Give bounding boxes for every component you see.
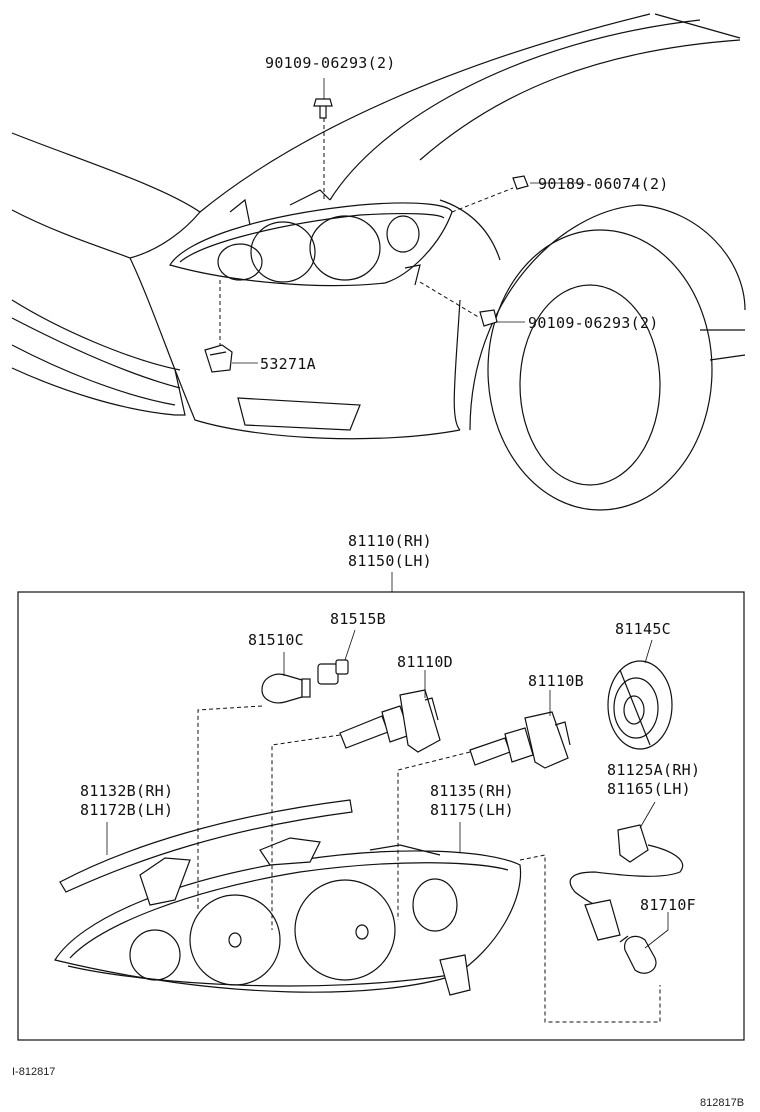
label-lens-lh: 81175(LH): [430, 801, 514, 819]
label-bulb-81515b: 81515B: [330, 610, 386, 628]
label-assy-rh: 81110(RH): [348, 532, 432, 550]
label-bulb-81510c: 81510C: [248, 631, 304, 649]
bulb-81510c-illustration: [261, 673, 311, 704]
label-screw-right: 90189-06074(2): [538, 175, 669, 193]
label-bulb-81110b: 81110B: [528, 672, 584, 690]
headlamp-unit-illustration: [54, 837, 522, 996]
label-gasket-rh: 81132B(RH): [80, 782, 173, 800]
label-assy-lh: 81150(LH): [348, 552, 432, 570]
bulb-81110b-illustration: [469, 711, 571, 769]
footer-right-code: 812817B: [700, 1097, 744, 1109]
label-bulb-81110d: 81110D: [397, 653, 453, 671]
bulb-81710f-illustration: [619, 935, 657, 974]
cap-81145c-illustration: [607, 660, 673, 750]
gasket-strip-illustration: [59, 799, 353, 893]
bulb-81515b-illustration: [317, 659, 349, 685]
label-bulb-81710f: 81710F: [640, 896, 696, 914]
label-bracket: 53271A: [260, 355, 316, 373]
assembly-frame: [17, 591, 745, 1041]
label-cap-81145c: 81145C: [615, 620, 671, 638]
bulb-81110d-illustration: [339, 689, 441, 753]
label-socket-rh: 81125A(RH): [607, 761, 700, 779]
vehicle-front-illustration: [11, 13, 746, 511]
label-bolt-top: 90109-06293(2): [265, 54, 396, 72]
label-socket-lh: 81165(LH): [607, 780, 691, 798]
socket-illustration: [569, 824, 683, 941]
label-gasket-lh: 81172B(LH): [80, 801, 173, 819]
label-bolt-lower: 90109-06293(2): [528, 314, 659, 332]
footer-left-code: I-812817: [12, 1066, 55, 1078]
label-lens-rh: 81135(RH): [430, 782, 514, 800]
